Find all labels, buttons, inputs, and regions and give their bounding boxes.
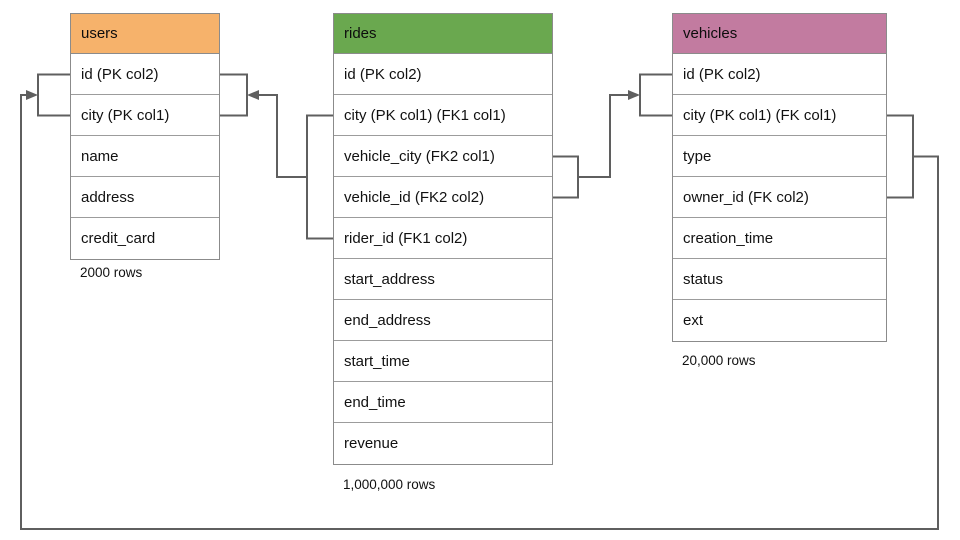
users-column-name: name xyxy=(71,136,219,177)
arrowhead-into-users-left-icon xyxy=(26,90,38,100)
vehicles-column-city: city (PK col1) (FK col1) xyxy=(673,95,886,136)
table-header-vehicles: vehicles xyxy=(673,14,886,54)
table-users: users id (PK col2) city (PK col1) name a… xyxy=(70,13,220,260)
rides-column-rider-id: rider_id (FK1 col2) xyxy=(334,218,552,259)
vehicles-column-creation-time: creation_time xyxy=(673,218,886,259)
rides-row-count: 1,000,000 rows xyxy=(343,477,436,492)
users-column-city: city (PK col1) xyxy=(71,95,219,136)
rides-column-end-time: end_time xyxy=(334,382,552,423)
vehicles-row-count: 20,000 rows xyxy=(682,353,756,368)
users-row-count: 2000 rows xyxy=(80,265,143,280)
vehicles-column-status: status xyxy=(673,259,886,300)
users-column-id: id (PK col2) xyxy=(71,54,219,95)
rides-column-vehicle-id: vehicle_id (FK2 col2) xyxy=(334,177,552,218)
vehicles-fk-bracket xyxy=(887,114,914,199)
arrowhead-into-vehicles-left-icon xyxy=(628,90,640,100)
table-rides: rides id (PK col2) city (PK col1) (FK1 c… xyxy=(333,13,553,465)
rides-vehicles-path xyxy=(578,94,628,178)
rides-fk2-bracket xyxy=(553,155,579,199)
table-vehicles: vehicles id (PK col2) city (PK col1) (FK… xyxy=(672,13,887,342)
fk-rides-users-connector xyxy=(220,73,333,240)
rides-column-vehicle-city: vehicle_city (FK2 col1) xyxy=(334,136,552,177)
vehicles-column-type: type xyxy=(673,136,886,177)
users-column-address: address xyxy=(71,177,219,218)
table-header-users: users xyxy=(71,14,219,54)
fk-rides-vehicles-connector xyxy=(553,73,672,199)
arrowhead-into-users-right-icon xyxy=(247,90,259,100)
users-column-credit-card: credit_card xyxy=(71,218,219,259)
rides-column-id: id (PK col2) xyxy=(334,54,552,95)
rides-column-start-address: start_address xyxy=(334,259,552,300)
vehicles-column-owner-id: owner_id (FK col2) xyxy=(673,177,886,218)
vehicles-left-pk-bracket xyxy=(639,73,672,117)
rides-column-start-time: start_time xyxy=(334,341,552,382)
vehicles-column-id: id (PK col2) xyxy=(673,54,886,95)
rides-users-path xyxy=(259,94,307,178)
users-right-pk-bracket xyxy=(220,73,248,117)
rides-column-revenue: revenue xyxy=(334,423,552,464)
table-header-rides: rides xyxy=(334,14,552,54)
rides-fk1-bracket xyxy=(306,114,333,240)
vehicles-column-ext: ext xyxy=(673,300,886,341)
rides-column-city: city (PK col1) (FK1 col1) xyxy=(334,95,552,136)
users-left-pk-bracket xyxy=(37,73,70,117)
rides-column-end-address: end_address xyxy=(334,300,552,341)
